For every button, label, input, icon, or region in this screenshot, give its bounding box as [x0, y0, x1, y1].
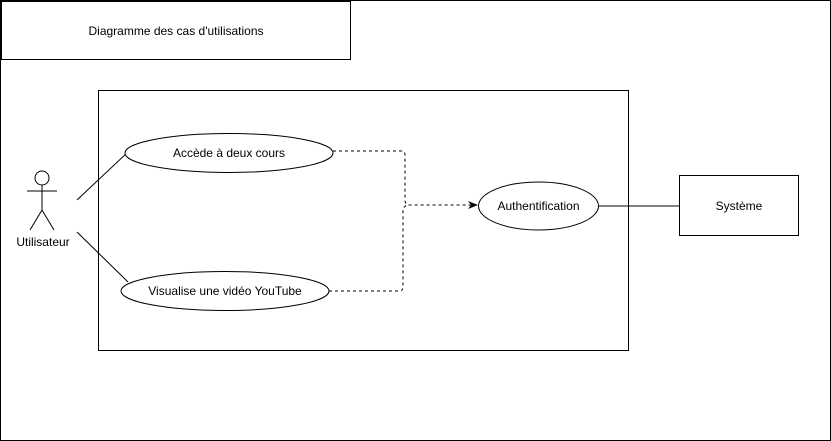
use-case-authentification: Authentification [478, 181, 599, 231]
dependency-edge-visualise [329, 204, 411, 292]
use-case-visualise-video: Visualise une vidéo YouTube [120, 271, 330, 311]
use-case-label: Authentification [497, 199, 579, 213]
association-line-acces [76, 151, 129, 201]
system-boundary [98, 90, 629, 351]
external-system-box: Système [679, 175, 799, 236]
dependency-edge-acces [333, 150, 478, 209]
use-case-label: Accède à deux cours [173, 146, 285, 160]
stick-figure-icon [27, 170, 57, 231]
use-case-label: Visualise une vidéo YouTube [148, 284, 302, 298]
association-line-visualise [76, 231, 129, 283]
actor-label: Utilisateur [16, 235, 69, 249]
actor-utilisateur: Utilisateur [16, 170, 70, 249]
title-box: Diagramme des cas d'utilisations [1, 1, 351, 60]
external-system-label: Système [716, 199, 763, 213]
use-case-acces-cours: Accède à deux cours [124, 133, 334, 173]
diagram-title: Diagramme des cas d'utilisations [88, 24, 263, 38]
